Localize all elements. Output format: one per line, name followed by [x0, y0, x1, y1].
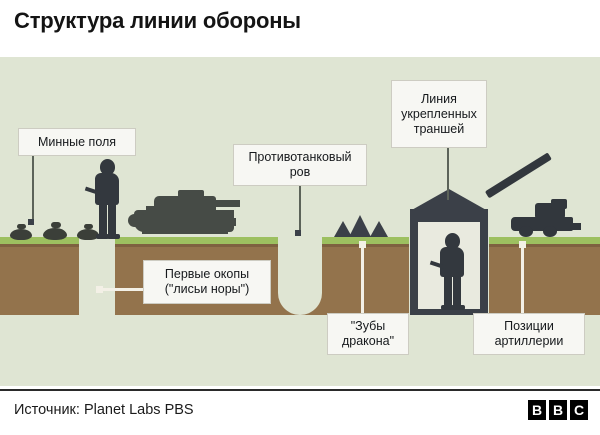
leader-line-fortified-trenches	[447, 148, 449, 205]
foxhole-cut	[79, 237, 115, 315]
leader-dot-anti-tank-ditch	[295, 230, 301, 236]
leader-line-first-trenches	[100, 288, 152, 291]
mine-icon	[84, 224, 93, 229]
callout-artillery: Позиции артиллерии	[473, 313, 585, 355]
leader-line-artillery	[521, 244, 524, 314]
callout-fortified-trenches: Линия укрепленных траншей	[391, 80, 487, 148]
illustration-panel	[0, 57, 600, 386]
source-text: Источник: Planet Labs PBS	[14, 402, 194, 418]
leader-line-dragons-teeth	[361, 244, 364, 314]
leader-dot-fortified-trenches	[443, 200, 449, 206]
leader-dot-first-trenches	[96, 286, 103, 293]
dragon-tooth-icon	[370, 221, 388, 237]
bbc-logo-letter-2: B	[549, 400, 567, 420]
mine-icon	[17, 224, 26, 229]
bbc-logo-letter-1: B	[528, 400, 546, 420]
callout-minefields: Минные поля	[18, 128, 136, 156]
soldier-in-bunker-icon	[429, 233, 470, 311]
tank-icon	[128, 188, 240, 238]
callout-first-trenches: Первые окопы ("лисьи норы")	[143, 260, 271, 304]
leader-line-minefields	[32, 155, 34, 223]
mine-icon	[10, 229, 32, 240]
dragon-tooth-icon	[334, 221, 352, 237]
bbc-logo: B B C	[528, 400, 588, 420]
mine-icon	[77, 229, 99, 240]
soldier-in-foxhole-icon	[84, 159, 128, 241]
dragon-tooth-icon	[349, 215, 371, 237]
footer-divider	[0, 389, 600, 391]
mine-icon	[43, 228, 67, 240]
artillery-gun-icon	[484, 152, 581, 239]
leader-dot-artillery	[519, 241, 526, 248]
leader-dot-minefields	[28, 219, 34, 225]
callout-dragons-teeth: "Зубы дракона"	[327, 313, 409, 355]
leader-dot-dragons-teeth	[359, 241, 366, 248]
bbc-logo-letter-3: C	[570, 400, 588, 420]
leader-line-anti-tank-ditch	[299, 186, 301, 236]
callout-anti-tank-ditch: Противотанковый ров	[233, 144, 367, 186]
mine-icon	[51, 222, 61, 228]
anti-tank-ditch-shape	[278, 237, 322, 315]
page-title: Структура линии обороны	[14, 8, 301, 33]
bunker-icon	[410, 189, 488, 315]
